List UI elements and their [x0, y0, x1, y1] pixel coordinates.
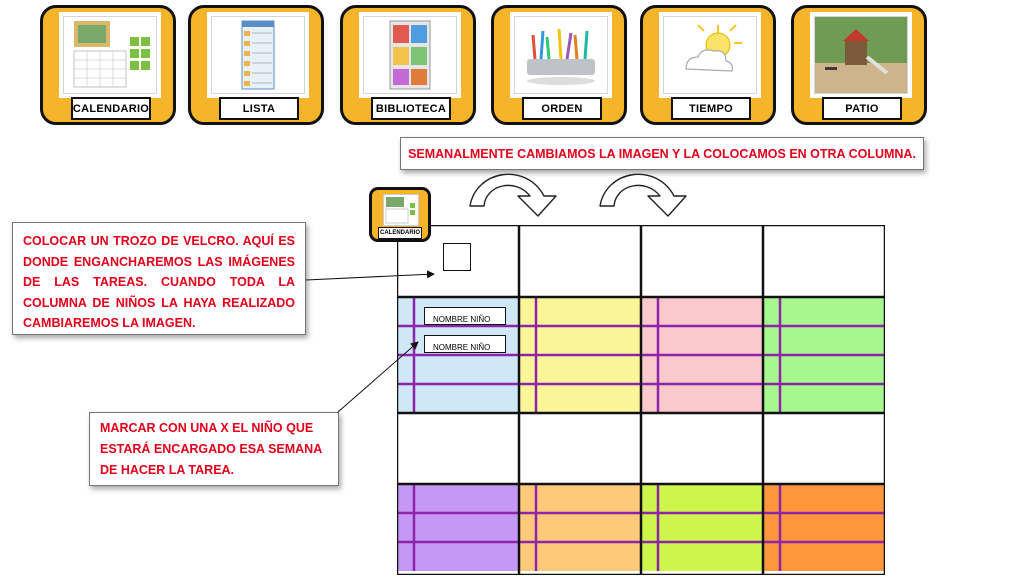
- task-cell-group-2: [763, 484, 885, 571]
- card-calendario[interactable]: CALENDARIO: [40, 5, 176, 125]
- mini-card-calendario[interactable]: CALENDARIO: [369, 187, 431, 242]
- name-box-text: NOMBRE NIÑO: [433, 343, 491, 352]
- list-icon: [211, 16, 305, 94]
- card-label: BIBLIOTECA: [371, 97, 451, 120]
- card-label: ORDEN: [522, 97, 602, 120]
- curved-arrow-icon: [469, 173, 557, 217]
- velcro-square: [443, 243, 471, 271]
- note-mark-text: MARCAR CON UNA X EL NIÑO QUE ESTARÁ ENCA…: [100, 421, 322, 477]
- card-biblioteca[interactable]: BIBLIOTECA: [340, 5, 476, 125]
- weather-icon: [663, 16, 757, 94]
- card-label: LISTA: [219, 97, 299, 120]
- task-cell-group-2: [519, 484, 641, 571]
- name-box[interactable]: NOMBRE NIÑO: [424, 335, 506, 353]
- name-box-text: NOMBRE NIÑO: [433, 315, 491, 324]
- calendar-icon: [63, 16, 157, 94]
- mini-card-label: CALENDARIO: [378, 227, 422, 239]
- supplies-icon: [514, 16, 608, 94]
- curved-arrow-icon: [599, 173, 687, 217]
- name-box[interactable]: NOMBRE NIÑO: [424, 307, 506, 325]
- card-patio[interactable]: PATIO: [791, 5, 927, 125]
- card-tiempo[interactable]: TIEMPO: [640, 5, 776, 125]
- task-cell-group-2: [641, 484, 763, 571]
- note-weekly: SEMANALMENTE CAMBIAMOS LA IMAGEN Y LA CO…: [400, 137, 924, 170]
- card-label: CALENDARIO: [71, 97, 151, 120]
- note-velcro-text: COLOCAR UN TROZO DE VELCRO. AQUÍ ES DOND…: [23, 234, 295, 330]
- playground-icon: [814, 16, 908, 94]
- calendar-icon: [383, 194, 419, 226]
- card-orden[interactable]: ORDEN: [491, 5, 627, 125]
- note-velcro: COLOCAR UN TROZO DE VELCRO. AQUÍ ES DOND…: [12, 222, 306, 335]
- task-grid: [397, 225, 885, 575]
- note-mark: MARCAR CON UNA X EL NIÑO QUE ESTARÁ ENCA…: [89, 412, 339, 486]
- card-label: TIEMPO: [671, 97, 751, 120]
- card-lista[interactable]: LISTA: [188, 5, 324, 125]
- task-cell-group-2: [397, 484, 519, 571]
- note-weekly-text: SEMANALMENTE CAMBIAMOS LA IMAGEN Y LA CO…: [408, 146, 916, 161]
- bookshelf-icon: [363, 16, 457, 94]
- card-label: PATIO: [822, 97, 902, 120]
